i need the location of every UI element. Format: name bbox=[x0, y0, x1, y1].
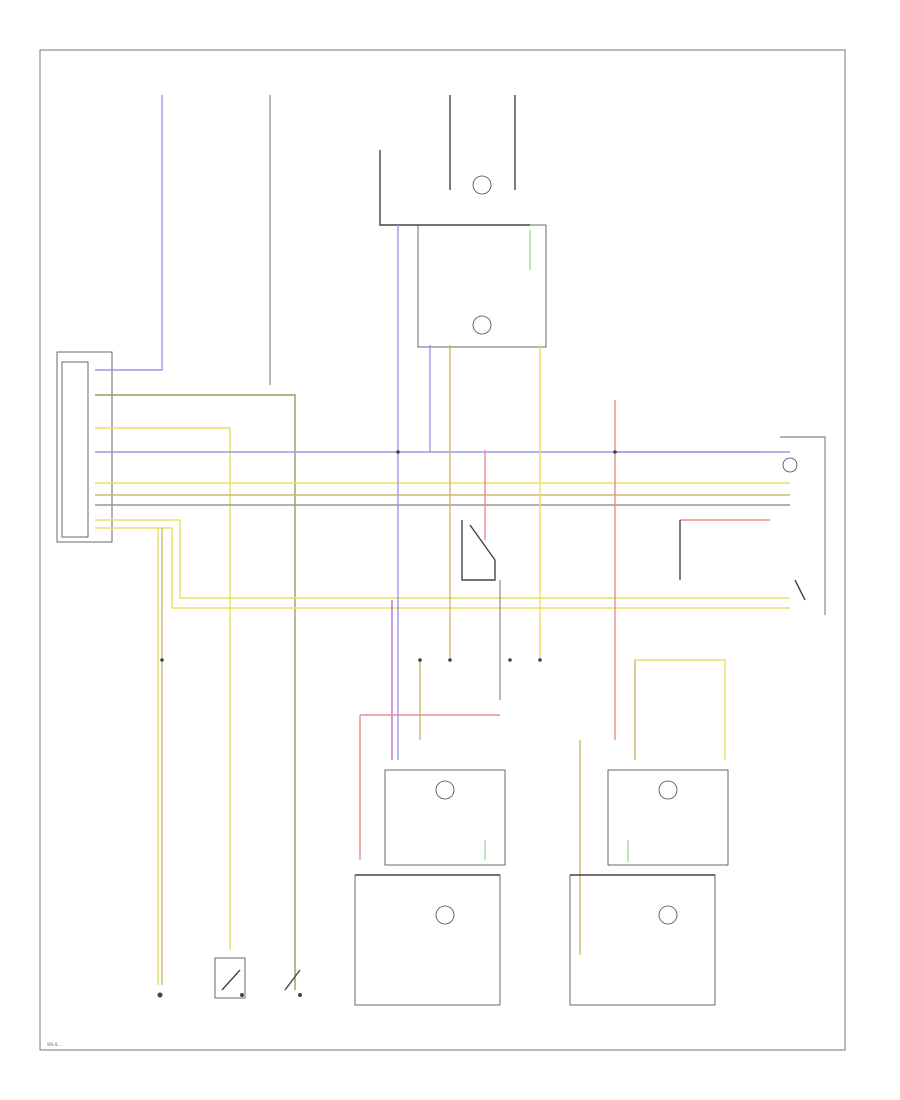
splice-points bbox=[160, 450, 617, 662]
door-lock-switch bbox=[461, 520, 501, 700]
harness-wire-olive bbox=[95, 394, 296, 990]
harness-wire-yellow-3 bbox=[95, 519, 790, 599]
footer-code: WS-8... bbox=[47, 1042, 61, 1047]
harness-wire-yellow-4 bbox=[95, 527, 790, 609]
right-front-window-assembly bbox=[569, 659, 729, 1006]
feed-wire-blue bbox=[95, 95, 163, 371]
right-rear-window-motor-top bbox=[379, 95, 530, 226]
right-front-window-switch bbox=[417, 224, 547, 348]
left-rear-window-switch bbox=[214, 957, 246, 999]
ground-point bbox=[157, 992, 163, 998]
right-rear-window-switch bbox=[284, 969, 302, 997]
harness-wire-yellow-1 bbox=[95, 427, 231, 950]
power-window-module bbox=[56, 351, 113, 543]
diagram-frame bbox=[39, 49, 846, 1051]
left-front-window-assembly bbox=[354, 660, 506, 1006]
right-door-switch-module bbox=[614, 400, 826, 740]
